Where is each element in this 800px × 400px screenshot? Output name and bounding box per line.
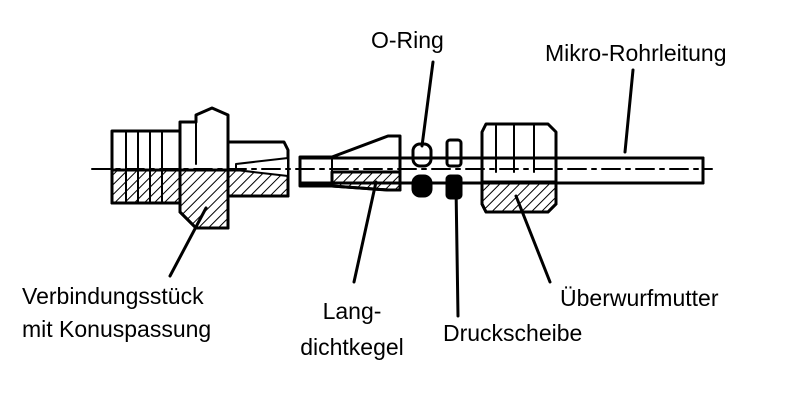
leader-o-ring xyxy=(420,60,435,148)
connector-body xyxy=(110,106,290,230)
label-mikro-rohrleitung: Mikro-Rohrleitung xyxy=(545,40,727,66)
leader-druckscheibe xyxy=(454,184,460,318)
micro-tube xyxy=(298,156,705,185)
label-lang-line2: dichtkegel xyxy=(300,334,404,360)
leader-lines xyxy=(168,60,635,318)
label-druckscheibe: Druckscheibe xyxy=(443,320,583,346)
label-o-ring: O-Ring xyxy=(371,27,444,53)
label-lang-line1: Lang- xyxy=(322,298,382,324)
leader-langdichtkegel xyxy=(352,180,378,284)
leader-ueberwurfmutter xyxy=(514,194,552,284)
label-ueberwurfmutter: Überwurfmutter xyxy=(560,285,719,311)
leader-verbindungsstueck xyxy=(168,206,208,278)
long-sealing-cone xyxy=(298,134,402,192)
label-verbindungsstueck-line1: Verbindungsstück xyxy=(22,283,204,309)
label-verbindungsstueck-line2: mit Konuspassung xyxy=(22,316,212,342)
union-nut xyxy=(480,122,558,214)
leader-mikro-rohrleitung xyxy=(623,68,635,154)
